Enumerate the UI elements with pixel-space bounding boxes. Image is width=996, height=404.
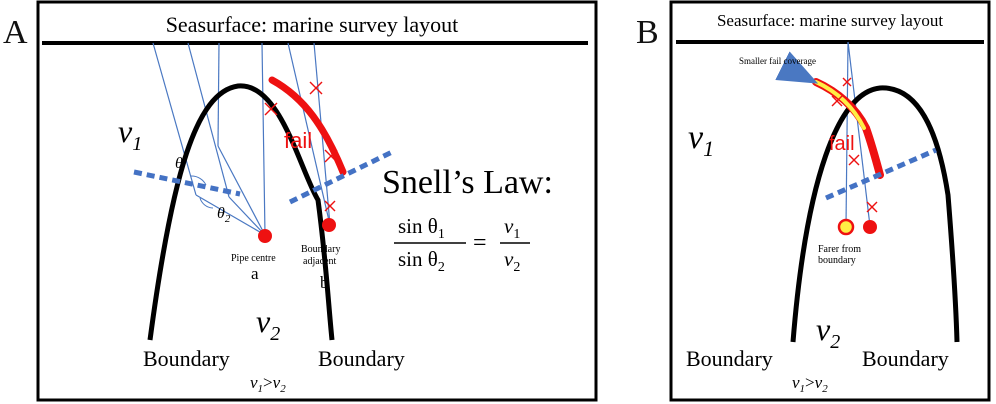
panel-b-v2: v2: [816, 311, 840, 353]
panel-b-boundary-arc: [790, 85, 960, 343]
panel-a-theta-top: θ: [175, 155, 183, 172]
panel-b-farer-label-2: boundary: [818, 255, 856, 266]
panel-b-boundary-right: Boundary: [862, 346, 949, 371]
panel-b-boundary-left: Boundary: [686, 346, 773, 371]
snell-law-title: Snell’s Law:: [382, 164, 553, 201]
panel-a-boundary-adjacent-dot: [322, 218, 336, 232]
panel-b-farer-dot: [837, 218, 855, 236]
panel-a-letter: A: [3, 14, 28, 51]
panel-a-fail-marks: [264, 81, 338, 212]
panel-a-v1: v1: [118, 113, 142, 155]
panel-b-coverage-arrow: [775, 51, 819, 84]
panel-b-letter: B: [636, 14, 659, 51]
panel-b-fail-marks: [831, 77, 878, 213]
panel-a-rays: [152, 42, 331, 236]
snell-num-right: v1: [504, 214, 520, 242]
boundary-adjacent-label-1: Boundary: [301, 244, 340, 255]
panel-a-pipe-centre-dot: [258, 229, 272, 243]
snell-den-left: sin θ2: [398, 247, 445, 275]
panel-a-boundary-right: Boundary: [318, 346, 405, 371]
panel-b-smaller-fail-label: Smaller fail coverage: [739, 56, 816, 66]
panel-a-boundary-arc: [147, 83, 335, 341]
snell-num-left: sin θ1: [398, 214, 445, 242]
panel-b-fail-label: fail: [829, 133, 855, 155]
panel-a-boundary-left: Boundary: [143, 346, 230, 371]
panel-a-relation: v1>v2: [250, 373, 286, 395]
panel-b-relation: v1>v2: [792, 373, 828, 395]
panel-a-theta-bottom: θ2: [217, 205, 231, 225]
snell-equals: =: [473, 230, 487, 256]
pipe-centre-letter: a: [251, 264, 259, 283]
boundary-adjacent-letter: b: [320, 273, 329, 292]
pipe-centre-label: Pipe centre: [231, 253, 276, 264]
panel-b-rays: [845, 41, 871, 227]
panel-a-fail-label: fail: [284, 128, 312, 153]
panel-b-title: Seasurface: marine survey layout: [717, 11, 943, 30]
panel-b-smaller-fail-coverage: [814, 80, 866, 130]
panel-a-fail-curve: [268, 76, 347, 176]
panel-a-v2: v2: [256, 303, 280, 345]
panel-b-v1: v1: [688, 119, 714, 161]
panel-b-boundary-dot: [863, 220, 877, 234]
panel-a-frame: [36, 0, 598, 402]
panel-b-farer-label-1: Farer from: [818, 244, 861, 255]
panel-b-interface: [825, 147, 937, 201]
panel-a-theta2-arc: [199, 197, 214, 209]
boundary-adjacent-label-2: adjacent: [303, 256, 337, 267]
snell-den-right: v2: [504, 247, 520, 275]
panel-a-theta1-arc: [190, 175, 207, 186]
panel-b-frame: [669, 0, 991, 402]
panel-a-interfaces: [133, 149, 394, 205]
panel-a-title: Seasurface: marine survey layout: [166, 12, 459, 37]
